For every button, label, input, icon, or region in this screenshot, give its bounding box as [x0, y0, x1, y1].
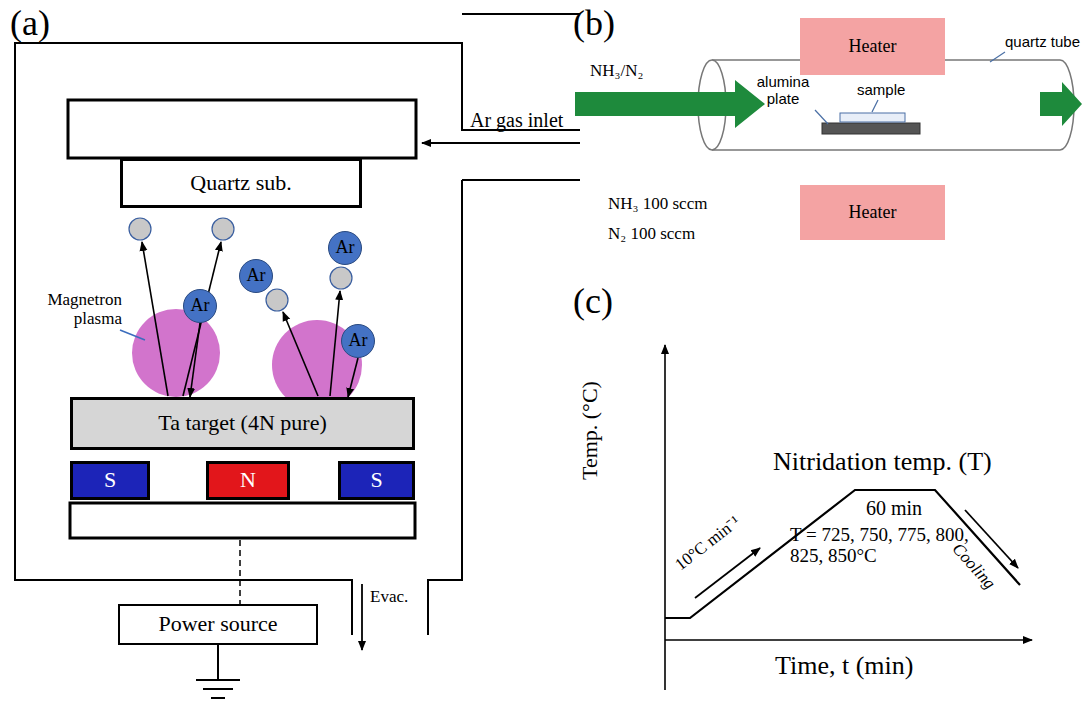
magnet-pole: N: [206, 461, 290, 500]
node-text: Ar: [191, 296, 210, 316]
gas-flow-arrow: [1040, 82, 1082, 126]
connector: [348, 358, 358, 397]
node-text: S: [104, 468, 116, 492]
text-label: Time, t (min): [775, 652, 913, 681]
text-label: 10°C min⁻¹: [672, 513, 744, 575]
ground-symbol: [196, 645, 240, 698]
argon-ion: Ar: [328, 231, 362, 265]
text-label: Temp. (°C): [578, 381, 602, 480]
node-text: Ar: [336, 238, 355, 258]
magnet-pole: S: [338, 461, 415, 500]
gas-flow-arrow: [575, 80, 765, 128]
text-label: sample: [857, 82, 905, 99]
evac-arrow: [361, 584, 363, 650]
text-label: Cooling: [948, 540, 999, 593]
text-label: N₂ 100 sccm: [608, 225, 695, 244]
text-label: (c): [573, 282, 613, 322]
text-label: Magnetron plasma: [40, 291, 122, 328]
node-text: Heater: [849, 37, 897, 57]
node-text: Ar: [247, 266, 266, 286]
text-label: alumina plate: [748, 74, 818, 107]
alumina-plate: [822, 123, 920, 134]
argon-ion: Ar: [239, 259, 273, 293]
node-text: Ar: [349, 331, 368, 351]
leader-line: [120, 330, 145, 340]
node-text: Quartz sub.: [190, 171, 291, 195]
heater-box: Heater: [800, 18, 945, 75]
chamber-wall: [15, 43, 580, 635]
text-label: T = 725, 750, 775, 800, 825, 850°C: [790, 525, 970, 567]
node-text: Heater: [849, 203, 897, 223]
heater-box: Heater: [800, 185, 945, 240]
substrate-box: Quartz sub.: [120, 158, 362, 208]
chamber-wall: [428, 180, 462, 635]
axes: [665, 345, 1032, 690]
node-text: Ta target (4N pure): [158, 411, 326, 435]
text-label: NH₃ 100 sccm: [608, 195, 707, 214]
text-label: Nitridation temp. (T): [773, 448, 992, 477]
target-box: Ta target (4N pure): [70, 397, 415, 450]
magnet-base: [70, 503, 415, 538]
sputter-arrows: [142, 242, 340, 396]
substrate-holder: [68, 100, 416, 158]
argon-ion: Ar: [183, 289, 217, 323]
power-line: [239, 540, 241, 604]
temperature-profile: [665, 490, 1020, 618]
text-label: quartz tube: [1005, 34, 1080, 51]
text-label: (a): [10, 4, 50, 44]
text-label: Ar gas inlet: [470, 109, 563, 131]
sputtered-atoms: [129, 218, 352, 311]
node-text: S: [370, 468, 382, 492]
text-label: 60 min: [866, 497, 922, 519]
magnet-pole: S: [70, 461, 150, 500]
text-label: NH₃/N₂: [590, 62, 643, 81]
node-text: N: [240, 468, 256, 492]
text-label: (b): [573, 4, 615, 44]
sample: [840, 113, 905, 122]
plasma: [132, 309, 220, 397]
connector: [190, 323, 200, 397]
node-text: Power source: [158, 612, 277, 636]
text-label: Evac.: [370, 588, 408, 607]
argon-ion: Ar: [341, 324, 375, 358]
gas-arrow: [422, 142, 580, 144]
power-source-box: Power source: [118, 604, 318, 645]
